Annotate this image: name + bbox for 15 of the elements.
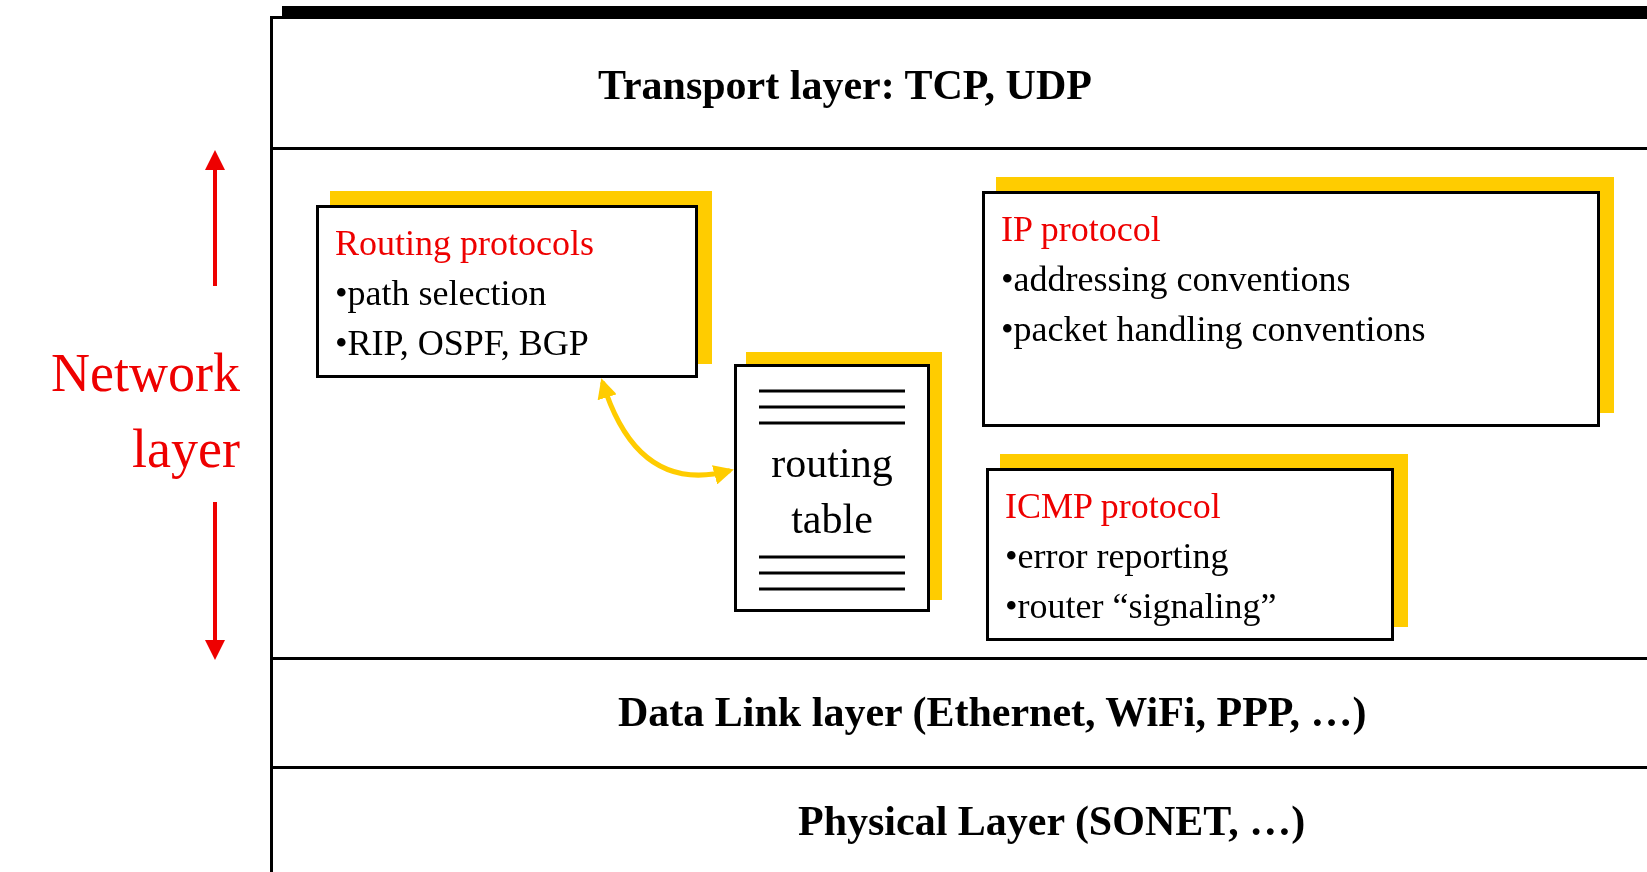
box-heading: Routing protocols bbox=[335, 222, 595, 265]
box-heading: ICMP protocol bbox=[1005, 485, 1222, 528]
bullet-text: •addressing conventions bbox=[1001, 258, 1352, 301]
bullet-text: •path selection bbox=[335, 272, 548, 315]
box-heading: IP protocol bbox=[1001, 208, 1162, 251]
bullet-text: •RIP, OSPF, BGP bbox=[335, 322, 590, 365]
bullet-text: •packet handling conventions bbox=[1001, 308, 1427, 351]
layer-label: Network layer bbox=[50, 342, 240, 481]
bullet-text: •error reporting bbox=[1005, 535, 1230, 578]
band-title: Physical Layer (SONET, …) bbox=[798, 797, 1306, 845]
band-title: Transport layer: TCP, UDP bbox=[598, 61, 1092, 109]
bullet-text: •router “signaling” bbox=[1005, 585, 1278, 628]
table-label: routing table bbox=[770, 439, 894, 544]
band-title: Data Link layer (Ethernet, WiFi, PPP, …) bbox=[618, 688, 1367, 736]
curved-arrow bbox=[598, 378, 734, 484]
